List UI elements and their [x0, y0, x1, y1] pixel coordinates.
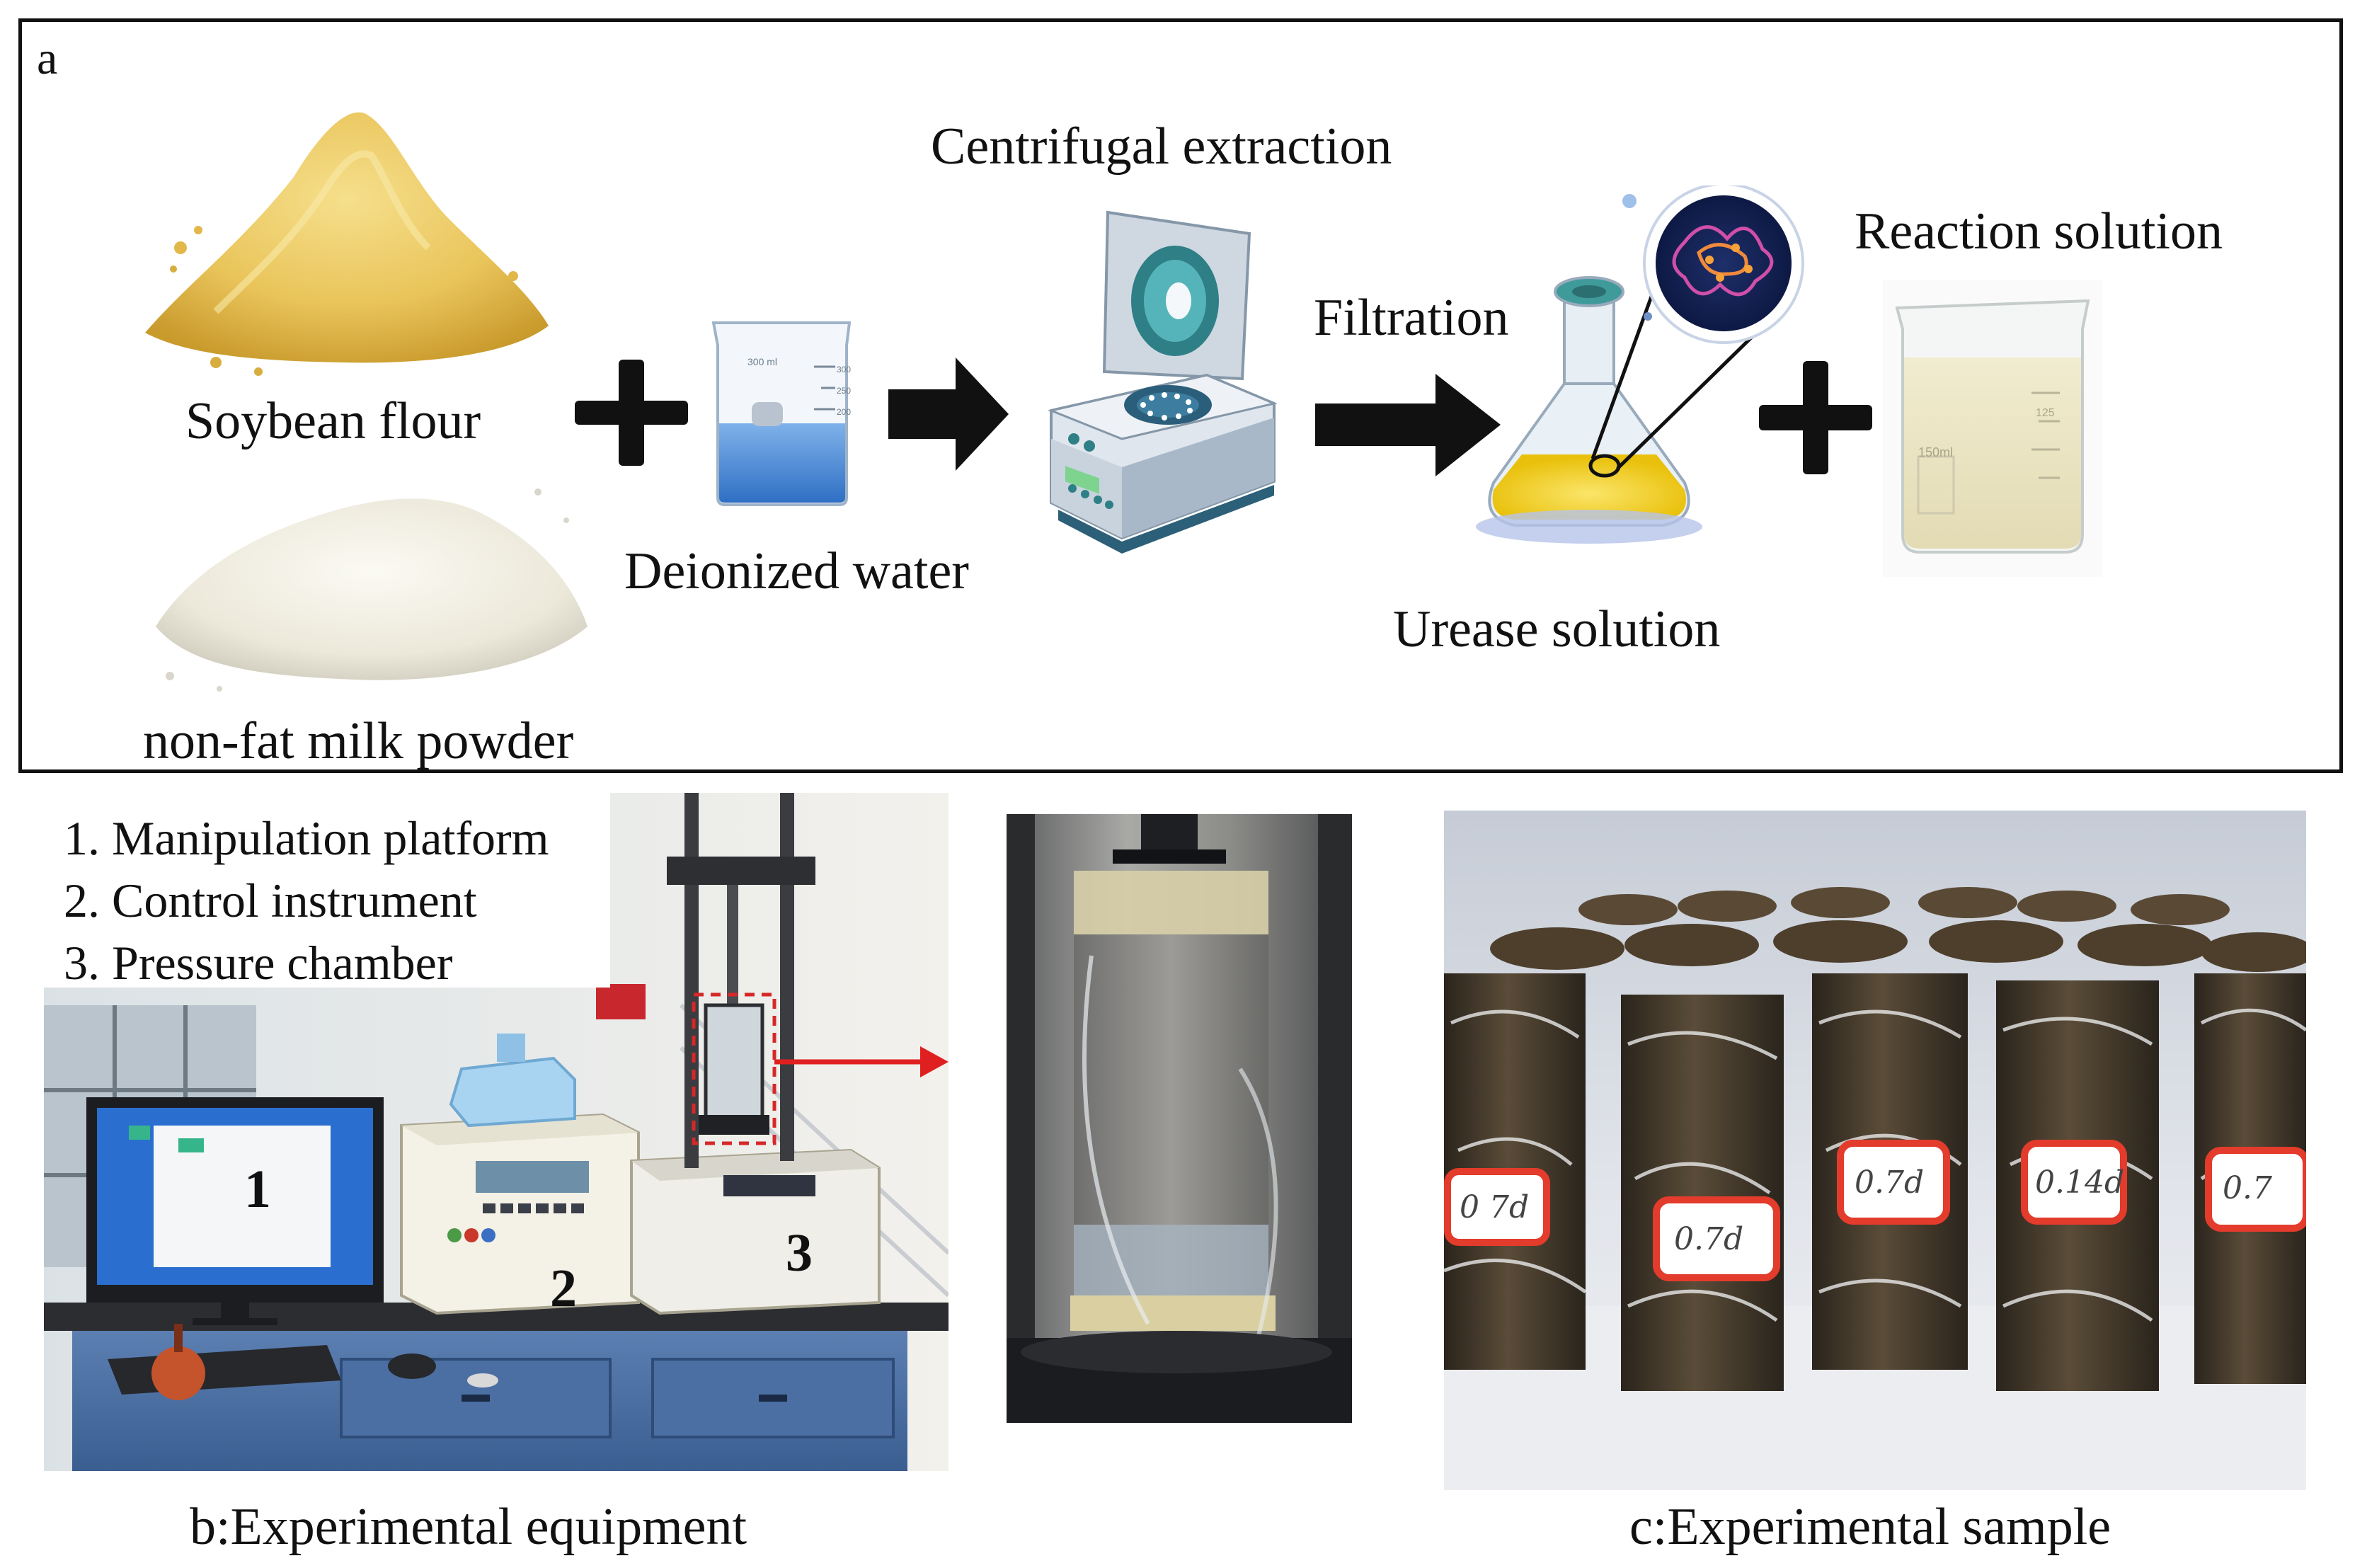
pressure-chamber-closeup-photo [1007, 814, 1352, 1423]
beaker-top-mark: 300 ml [747, 356, 777, 367]
milk-powder-label: non-fat milk powder [143, 712, 574, 770]
arrow-right-icon [1315, 374, 1501, 476]
deionized-water-label: Deionized water [624, 542, 969, 600]
soybean-flour-label: Soybean flour [185, 392, 481, 450]
marker-1: 1 [244, 1160, 271, 1219]
plus-icon [575, 360, 688, 466]
urease-solution-label: Urease solution [1393, 600, 1721, 658]
reaction-solution-beaker: 125 150ml [1883, 280, 2102, 577]
panel-c-caption: c:Experimental sample [1629, 1498, 2111, 1556]
sample-tag: 0 7d [1460, 1189, 1529, 1225]
arrow-right-icon [888, 357, 1009, 471]
experimental-sample-photo: 0 7d 0.7d 0.7d 0.14d 0.7 [1444, 811, 2306, 1490]
deionized-water-beaker: 300 ml 300 250 200 [711, 321, 851, 506]
equipment-legend-box [44, 793, 610, 988]
beaker-mark-200: 200 [837, 407, 851, 417]
legend-item-2: 2. Control instrument [64, 874, 477, 927]
sample-tag: 0.14d [2035, 1164, 2124, 1201]
legend-item-1: 1. Manipulation platform [64, 811, 549, 865]
legend-item-3: 3. Pressure chamber [64, 936, 453, 990]
reaction-solution-label: Reaction solution [1855, 202, 2223, 261]
panel-b-caption: b:Experimental equipment [190, 1498, 747, 1556]
milk-powder-pile [156, 488, 588, 692]
panel-a-letter: a [37, 33, 58, 84]
sample-tag: 0.7 [2223, 1170, 2272, 1206]
urease-flask [1476, 185, 1804, 544]
marker-2: 2 [550, 1259, 577, 1318]
sample-tag: 0.7d [1855, 1164, 1924, 1201]
centrifugal-extraction-label: Centrifugal extraction [931, 118, 1392, 176]
filtration-label: Filtration [1314, 289, 1509, 347]
centrifuge-device [1047, 210, 1278, 554]
beaker-mark-250: 250 [837, 386, 851, 396]
sample-tag: 0.7d [1674, 1221, 1743, 1257]
marker-3: 3 [786, 1223, 813, 1283]
reaction-beaker-mark-125: 125 [2036, 407, 2055, 419]
reaction-beaker-mark-150: 150ml [1918, 445, 1953, 459]
beaker-mark-300: 300 [837, 365, 851, 374]
plus-icon [1759, 361, 1872, 474]
soybean-flour-pile [145, 112, 549, 376]
